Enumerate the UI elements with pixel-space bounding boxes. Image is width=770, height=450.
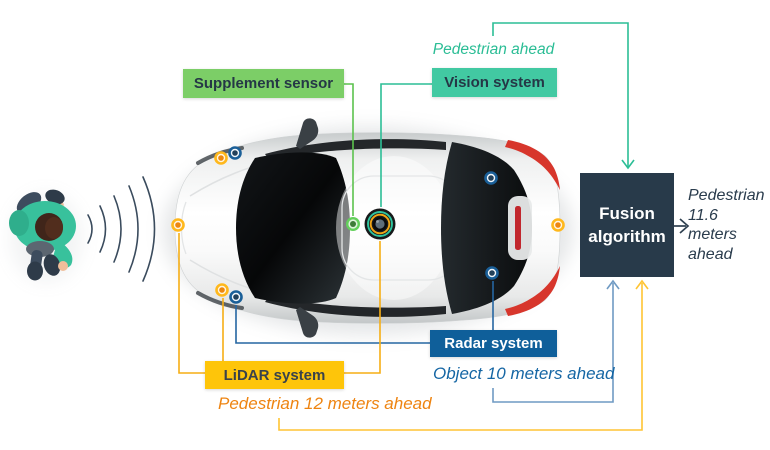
arrow-down-icon	[621, 159, 635, 170]
supplement-sensor-icon	[346, 217, 360, 231]
vision-fusion-line	[492, 22, 629, 167]
arrow-right-icon	[679, 218, 690, 234]
supplement-sensor-label: Supplement sensor	[183, 69, 344, 98]
lidar-fusion-line	[278, 283, 643, 431]
lidar-line-roof	[344, 241, 381, 374]
arrow-up-icon	[635, 279, 649, 290]
mirror-right	[296, 307, 319, 338]
supplement-sensor-label-text: Supplement sensor	[193, 75, 334, 92]
radar-sensor-icon	[229, 290, 243, 304]
radar-system-label-text: Radar system	[444, 335, 543, 352]
taillight-right	[505, 266, 560, 316]
fusion-output-line3: meters	[688, 226, 737, 243]
fusion-algorithm-box: Fusion algorithm	[580, 173, 674, 277]
mirror-left	[296, 118, 319, 149]
radar-output-text: Object 10 meters ahead	[433, 364, 615, 383]
radar-sensor-icon	[484, 171, 498, 185]
lidar-sensor-icon	[215, 283, 229, 297]
vision-camera-icon	[364, 208, 396, 240]
radar-sensor-icon	[485, 266, 499, 280]
arrow-up-icon	[606, 279, 620, 290]
lidar-system-label: LiDAR system	[205, 361, 344, 389]
brake-light	[515, 206, 521, 250]
headlight-right	[196, 291, 244, 310]
sound-waves-icon	[87, 176, 156, 282]
pedestrian-icon	[9, 189, 82, 282]
rear-window	[441, 142, 532, 314]
lidar-sensor-icon	[171, 218, 185, 232]
connector-lines	[178, 22, 690, 431]
fusion-box-line1: Fusion	[599, 204, 655, 223]
lidar-sensor-icon	[214, 151, 228, 165]
fusion-output-line4: ahead	[688, 245, 733, 263]
lidar-output-text: Pedestrian 12 meters ahead	[218, 394, 432, 413]
fusion-box-line2: algorithm	[588, 227, 666, 246]
radar-system-label: Radar system	[430, 330, 557, 357]
radar-fusion-line	[492, 283, 614, 403]
fusion-output-line1: Pedestrian	[688, 187, 765, 204]
sensors	[171, 146, 565, 304]
taillight-left	[505, 140, 560, 190]
radar-line-front	[235, 305, 430, 344]
side-windows-top	[265, 139, 446, 162]
radar-sensor-icon	[228, 146, 242, 160]
lidar-system-label-text: LiDAR system	[223, 366, 326, 384]
vision-output-text: Pedestrian ahead	[432, 41, 555, 58]
supplement-line	[344, 83, 354, 216]
vision-system-label-text: Vision system	[444, 74, 545, 91]
windshield	[236, 152, 350, 304]
lidar-line-bumper	[178, 233, 205, 374]
fusion-output-text: Pedestrian 11.6 meters ahead	[688, 186, 770, 264]
vision-line	[380, 83, 432, 207]
vision-system-label: Vision system	[432, 68, 557, 97]
side-windows-bottom	[265, 294, 446, 317]
fusion-output-line2: 11.6	[688, 206, 718, 224]
lidar-sensor-icon	[551, 218, 565, 232]
